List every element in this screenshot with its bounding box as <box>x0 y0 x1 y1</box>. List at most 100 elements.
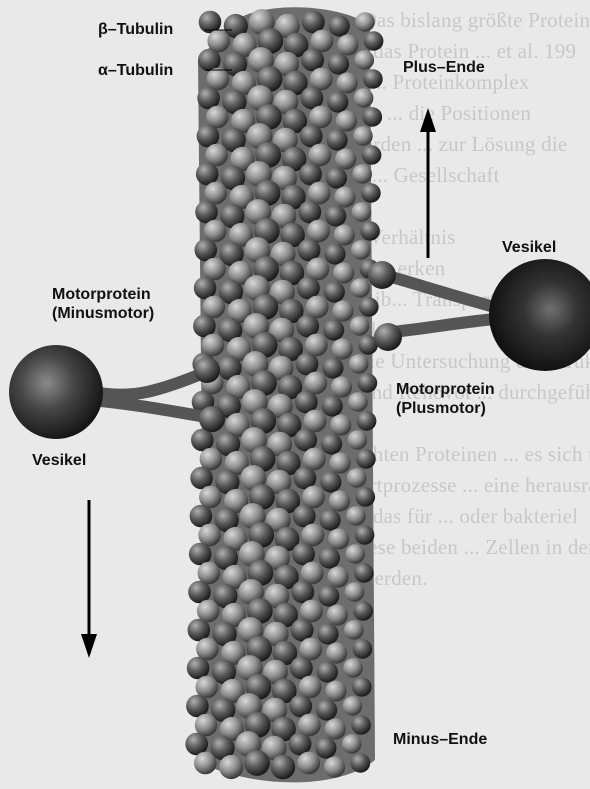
alpha-tubulin-subunit <box>355 12 375 32</box>
beta-tubulin-subunit <box>359 297 379 317</box>
beta-tubulin-subunit <box>360 221 380 241</box>
beta-tubulin-subunit <box>324 281 345 302</box>
alpha-tubulin-label: α–Tubulin <box>98 61 173 80</box>
beta-tubulin-subunit <box>327 91 348 112</box>
beta-tubulin-subunit <box>355 525 375 545</box>
alpha-tubulin-subunit <box>345 544 365 564</box>
alpha-tubulin-subunit <box>348 430 368 450</box>
alpha-tubulin-subunit <box>352 164 372 184</box>
minus-direction-arrow <box>81 500 97 658</box>
alpha-tubulin-subunit <box>326 642 347 663</box>
beta-tubulin-label: β–Tubulin <box>98 20 173 39</box>
alpha-tubulin-subunit <box>325 680 346 701</box>
alpha-tubulin-subunit <box>334 186 355 207</box>
alpha-tubulin-subunit <box>353 126 373 146</box>
alpha-tubulin-subunit <box>333 262 354 283</box>
beta-tubulin-subunit <box>317 623 338 644</box>
alpha-tubulin-subunit <box>355 50 375 70</box>
beta-tubulin-subunit <box>318 585 339 606</box>
alpha-tubulin-subunit <box>328 528 349 549</box>
alpha-tubulin-subunit <box>324 756 345 777</box>
alpha-tubulin-subunit <box>335 148 356 169</box>
motor-plus-label: Motorprotein (Plusmotor) <box>396 380 495 418</box>
beta-tubulin-subunit <box>322 357 343 378</box>
vesicle-left-label: Vesikel <box>32 451 86 470</box>
beta-tubulin-subunit <box>362 145 382 165</box>
alpha-tubulin-subunit <box>194 752 217 775</box>
minus-end-label: Minus–Ende <box>393 730 487 749</box>
alpha-tubulin-subunit <box>347 468 367 488</box>
beta-tubulin-subunit <box>327 129 348 150</box>
beta-tubulin-subunit <box>356 449 376 469</box>
beta-tubulin-subunit <box>351 715 371 735</box>
beta-tubulin-subunit <box>352 677 372 697</box>
beta-tubulin-subunit <box>321 433 342 454</box>
beta-tubulin-subunit <box>364 31 384 51</box>
motor-plus-label-line2: (Plusmotor) <box>396 399 495 418</box>
alpha-tubulin-subunit <box>351 240 371 260</box>
plus-motor-protein <box>368 261 505 351</box>
alpha-tubulin-subunit <box>337 34 358 55</box>
beta-tubulin-subunit <box>323 319 344 340</box>
beta-tubulin-subunit <box>329 15 350 36</box>
alpha-tubulin-subunit <box>331 376 352 397</box>
alpha-tubulin-subunit <box>327 566 348 587</box>
alpha-tubulin-subunit <box>345 582 365 602</box>
beta-tubulin-subunit <box>324 243 345 264</box>
beta-tubulin-subunit <box>316 699 337 720</box>
motor-minus-label-line1: Motorprotein <box>52 285 154 304</box>
beta-tubulin-subunit <box>357 411 377 431</box>
beta-tubulin-subunit <box>361 183 381 203</box>
alpha-tubulin-subunit <box>334 224 355 245</box>
alpha-tubulin-subunit <box>352 202 372 222</box>
plus-direction-arrow <box>420 108 436 258</box>
alpha-tubulin-subunit <box>332 300 353 321</box>
beta-tubulin-subunit <box>320 509 341 530</box>
plus-end-label: Plus–Ende <box>403 58 485 77</box>
beta-tubulin-subunit <box>363 69 383 89</box>
alpha-tubulin-subunit <box>336 110 357 131</box>
beta-tubulin-subunit <box>354 563 374 583</box>
alpha-tubulin-subunit <box>350 316 370 336</box>
beta-tubulin-subunit <box>244 750 270 776</box>
microtubule <box>185 7 383 782</box>
beta-tubulin-subunit <box>322 395 343 416</box>
beta-tubulin-subunit <box>317 661 338 682</box>
beta-tubulin-subunit <box>363 107 383 127</box>
vesicle-left <box>9 345 103 439</box>
beta-tubulin-subunit <box>271 755 296 780</box>
beta-tubulin-subunit <box>326 167 347 188</box>
motor-minus-label: Motorprotein (Minusmotor) <box>52 285 154 323</box>
alpha-tubulin-subunit <box>332 338 353 359</box>
beta-tubulin-subunit <box>320 471 341 492</box>
alpha-tubulin-subunit <box>297 752 320 775</box>
alpha-tubulin-subunit <box>346 506 366 526</box>
alpha-tubulin-subunit <box>343 696 363 716</box>
beta-tubulin-subunit <box>358 373 378 393</box>
alpha-tubulin-subunit <box>330 414 351 435</box>
beta-tubulin-subunit <box>353 601 373 621</box>
alpha-tubulin-subunit <box>343 658 363 678</box>
vesicle-right <box>489 259 590 371</box>
motor-minus-label-line2: (Minusmotor) <box>52 304 154 323</box>
beta-tubulin-subunit <box>319 547 340 568</box>
alpha-tubulin-subunit <box>329 490 350 511</box>
vesicle-right-label: Vesikel <box>502 238 556 257</box>
alpha-tubulin-subunit <box>337 72 358 93</box>
alpha-tubulin-subunit <box>354 88 374 108</box>
alpha-tubulin-subunit <box>325 718 346 739</box>
alpha-tubulin-subunit <box>219 755 243 779</box>
alpha-tubulin-subunit <box>330 452 351 473</box>
alpha-tubulin-subunit <box>344 620 364 640</box>
alpha-tubulin-subunit <box>342 734 362 754</box>
beta-tubulin-subunit <box>328 53 349 74</box>
alpha-tubulin-subunit <box>348 392 368 412</box>
motor-plus-label-line1: Motorprotein <box>396 380 495 399</box>
alpha-tubulin-subunit <box>349 354 369 374</box>
alpha-tubulin-subunit <box>350 278 370 298</box>
beta-tubulin-subunit <box>351 753 371 773</box>
alpha-tubulin-subunit <box>327 604 348 625</box>
beta-tubulin-subunit <box>356 487 376 507</box>
beta-tubulin-subunit <box>325 205 346 226</box>
